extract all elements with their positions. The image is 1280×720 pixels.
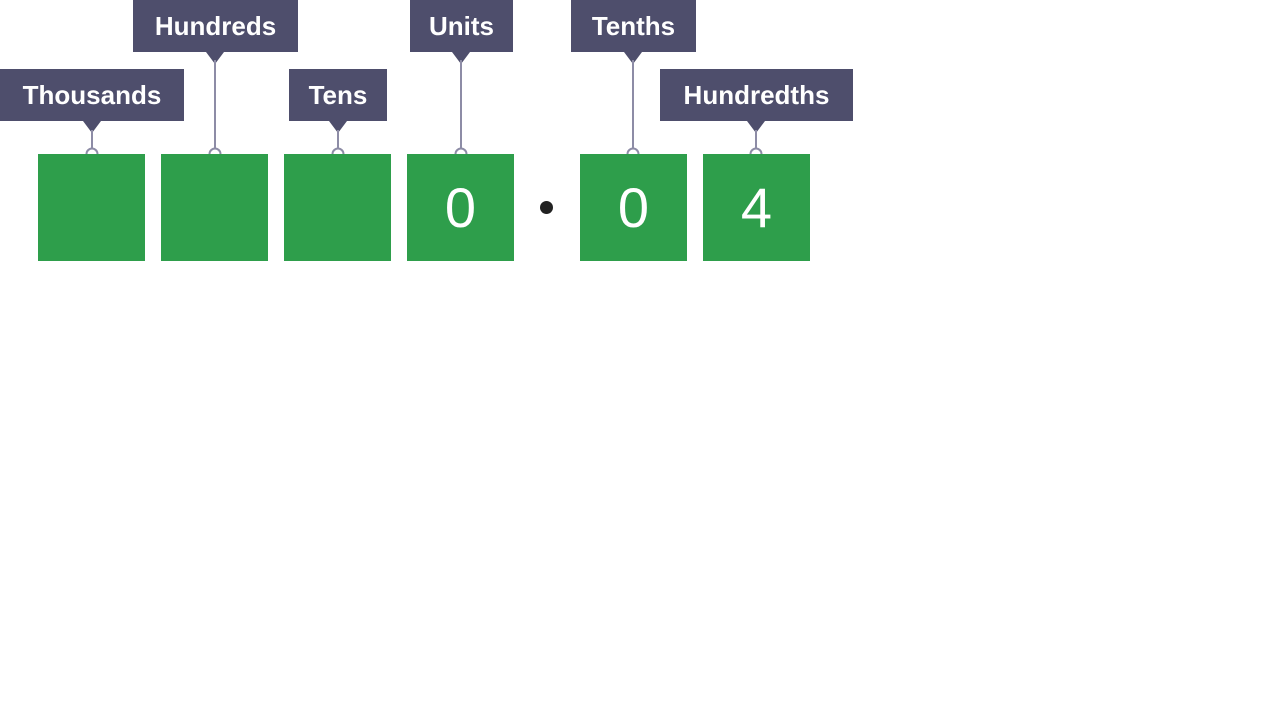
digit-box-units: 0 <box>407 154 514 261</box>
digit-box-hundreds <box>161 154 268 261</box>
digit-box-thousands <box>38 154 145 261</box>
connector-line <box>460 60 462 154</box>
connector-line <box>337 130 339 154</box>
label-pointer <box>452 52 470 64</box>
place-label-units: Units <box>410 0 513 52</box>
decimal-point <box>540 201 553 214</box>
label-pointer <box>206 52 224 64</box>
label-pointer <box>83 121 101 133</box>
digit-box-tens <box>284 154 391 261</box>
place-label-hundreds: Hundreds <box>133 0 298 52</box>
label-pointer <box>747 121 765 133</box>
digit-box-tenths: 0 <box>580 154 687 261</box>
place-label-tenths: Tenths <box>571 0 696 52</box>
label-pointer <box>624 52 642 64</box>
connector-line <box>214 60 216 154</box>
connector-line <box>91 130 93 154</box>
connector-line <box>632 60 634 154</box>
place-label-hundredths: Hundredths <box>660 69 853 121</box>
place-label-tens: Tens <box>289 69 387 121</box>
place-label-thousands: Thousands <box>0 69 184 121</box>
connector-line <box>755 130 757 154</box>
label-pointer <box>329 121 347 133</box>
digit-box-hundredths: 4 <box>703 154 810 261</box>
